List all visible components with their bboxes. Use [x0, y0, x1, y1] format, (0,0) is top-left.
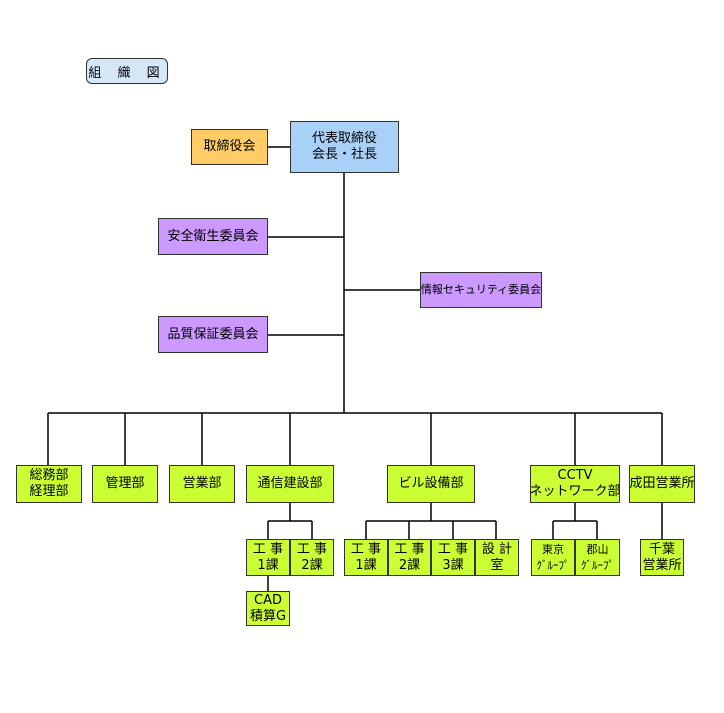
- section-design-line1: 設 計: [481, 541, 513, 557]
- section-building-3-box: 工 事 3課: [431, 539, 475, 576]
- dept-general-line2: 経理部: [29, 484, 69, 499]
- dept-cctv-box: CCTV ネットワーク部: [529, 465, 621, 503]
- section-telecom-2-line2: 2課: [301, 557, 323, 573]
- dept-sales-label: 営業部: [182, 476, 222, 491]
- quality-committee-label: 品質保証委員会: [167, 326, 259, 342]
- section-design-line2: 室: [490, 557, 504, 573]
- section-koriyama-line2: ｸﾞﾙｰﾌﾟ: [581, 558, 614, 572]
- section-building-1-line1: 工 事: [350, 541, 382, 557]
- section-design-box: 設 計 室: [475, 539, 519, 576]
- section-building-2-line1: 工 事: [394, 541, 425, 557]
- section-building-1-box: 工 事 1課: [344, 539, 388, 576]
- dept-cctv-line1: CCTV: [557, 468, 593, 483]
- dept-building-label: ビル設備部: [398, 476, 464, 491]
- dept-general-box: 総務部 経理部: [16, 465, 82, 503]
- section-tokyo-box: 東京 ｸﾞﾙｰﾌﾟ: [531, 539, 575, 576]
- section-telecom-1-box: 工 事 1課: [246, 539, 290, 576]
- president-line1: 代表取締役: [311, 131, 377, 146]
- dept-management-box: 管理部: [92, 465, 158, 503]
- section-building-2-box: 工 事 2課: [388, 539, 431, 576]
- section-building-3-line2: 3課: [442, 557, 464, 573]
- dept-narita-label: 成田営業所: [629, 476, 695, 491]
- section-chiba-line1: 千葉: [648, 541, 675, 557]
- dept-sales-box: 営業部: [169, 465, 235, 503]
- safety-committee-box: 安全衛生委員会: [158, 218, 268, 255]
- dept-telecom-label: 通信建設部: [257, 476, 323, 491]
- section-cad-line1: CAD: [254, 592, 282, 608]
- infosec-committee-label: 情報セキュリティ委員会: [420, 283, 542, 296]
- section-telecom-2-box: 工 事 2課: [290, 539, 334, 576]
- quality-committee-box: 品質保証委員会: [158, 316, 268, 353]
- section-telecom-1-line1: 工 事: [252, 541, 284, 557]
- section-telecom-1-line2: 1課: [257, 557, 279, 573]
- dept-narita-box: 成田営業所: [629, 465, 695, 503]
- section-cad-box: CAD 積算G: [246, 591, 290, 626]
- dept-telecom-box: 通信建設部: [246, 465, 334, 503]
- dept-building-box: ビル設備部: [387, 465, 475, 503]
- section-cad-line2: 積算G: [249, 608, 287, 624]
- section-building-2-line2: 2課: [398, 557, 421, 573]
- section-chiba-box: 千葉 営業所: [640, 539, 684, 576]
- safety-committee-label: 安全衛生委員会: [167, 228, 259, 244]
- section-telecom-2-line1: 工 事: [296, 541, 328, 557]
- dept-management-label: 管理部: [105, 476, 145, 491]
- section-building-3-line1: 工 事: [437, 541, 469, 557]
- dept-cctv-line2: ネットワーク部: [529, 484, 621, 499]
- board-box: 取締役会: [191, 129, 268, 165]
- section-koriyama-line1: 郡山: [586, 542, 609, 556]
- section-koriyama-box: 郡山 ｸﾞﾙｰﾌﾟ: [575, 539, 620, 576]
- section-chiba-line2: 営業所: [642, 557, 682, 573]
- president-line2: 会長・社長: [311, 147, 377, 162]
- section-tokyo-line1: 東京: [542, 542, 564, 556]
- section-building-1-line2: 1課: [355, 557, 377, 573]
- dept-general-line1: 総務部: [29, 468, 69, 483]
- page-title: 組 織 図: [86, 58, 168, 84]
- section-tokyo-line2: ｸﾞﾙｰﾌﾟ: [536, 558, 570, 572]
- board-label: 取締役会: [203, 139, 256, 154]
- president-box: 代表取締役 会長・社長: [290, 121, 399, 173]
- infosec-committee-box: 情報セキュリティ委員会: [420, 272, 542, 308]
